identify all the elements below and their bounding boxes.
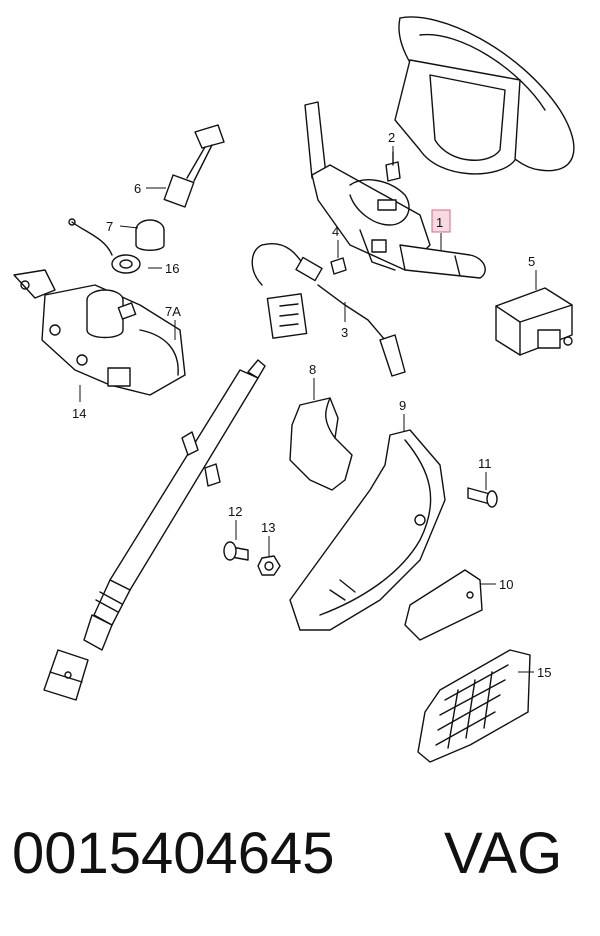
screw-2-drawing: [385, 151, 401, 182]
callout-4: 4: [332, 224, 339, 239]
screw-12-drawing: [223, 541, 249, 561]
brand-name: VAG: [444, 821, 563, 886]
callout-labels: 1 2 3 4 5 6 7 7A 8 9 10 11 12 13 14 15 1…: [72, 130, 551, 680]
callout-11: 11: [478, 456, 492, 471]
exploded-parts-diagram: 1 2 3 4 5 6 7 7A 8 9 10 11 12 13 14 15 1…: [13, 16, 575, 763]
lock-cylinder-drawing: [68, 124, 225, 274]
callout-14: 14: [72, 406, 86, 421]
callout-9: 9: [399, 398, 406, 413]
callout-1: 1: [436, 215, 443, 230]
part-number: 0015404645: [12, 821, 335, 886]
leader-lines: [79, 146, 537, 673]
nut-13-drawing: [257, 555, 281, 576]
callout-7: 7: [106, 219, 113, 234]
control-unit-drawing: [495, 287, 573, 356]
callout-6: 6: [134, 181, 141, 196]
callout-3: 3: [341, 325, 348, 340]
steering-wheel-drawing: [394, 16, 575, 175]
highlight-box: [431, 209, 451, 233]
steering-column-drawing: [43, 359, 266, 701]
screw-4-drawing: [330, 257, 347, 275]
callout-5: 5: [528, 254, 535, 269]
callout-10: 10: [499, 577, 513, 592]
callout-8: 8: [309, 362, 316, 377]
upper-shroud-drawing: [289, 397, 353, 491]
lower-shroud-drawing: [289, 429, 446, 631]
callout-7a: 7A: [165, 304, 181, 319]
control-module-drawing: [417, 649, 531, 763]
combination-switch-drawing: [304, 101, 486, 279]
callout-15: 15: [537, 665, 551, 680]
callout-16: 16: [165, 261, 179, 276]
trim-cover-drawing: [404, 569, 483, 641]
screw-11-drawing: [467, 487, 498, 508]
ignition-housing-drawing: [13, 269, 186, 396]
callout-13: 13: [261, 520, 275, 535]
wiper-stalk-drawing: [251, 242, 406, 377]
callout-12: 12: [228, 504, 242, 519]
callout-2: 2: [388, 130, 395, 145]
footer: 0015404645 VAG: [0, 808, 600, 918]
